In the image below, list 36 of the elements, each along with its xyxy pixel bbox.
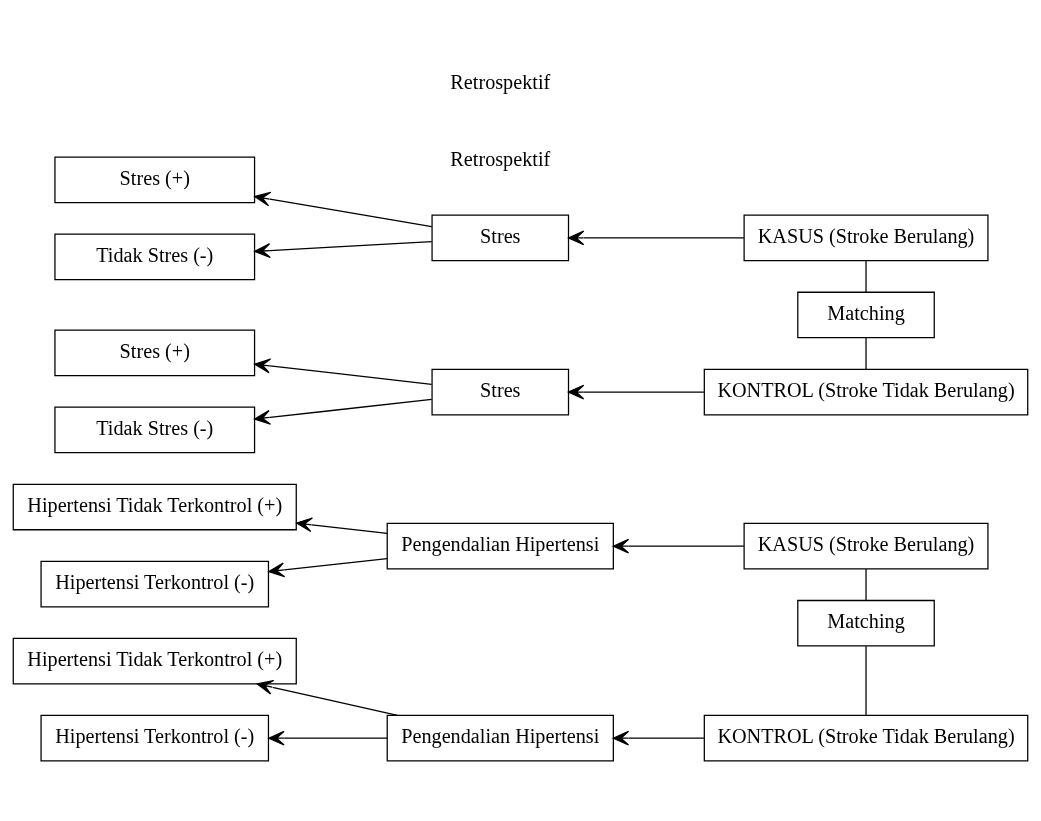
node-box: Stres (+) xyxy=(54,155,256,203)
node-box: Pengendalian Hipertensi xyxy=(386,522,614,570)
node-box: Hipertensi Tidak Terkontrol (+) xyxy=(12,483,297,530)
node-box: KONTROL (Stroke Tidak Berulang) xyxy=(703,368,1029,415)
arrow xyxy=(612,730,705,746)
node-box: Hipertensi Terkontrol (-) xyxy=(40,560,270,607)
arrow xyxy=(295,516,388,534)
label: Retrospektif xyxy=(450,147,551,170)
label: Retrospektif xyxy=(450,70,551,93)
arrow xyxy=(254,398,433,425)
node-box: Stres xyxy=(431,368,570,415)
node-box: Matching xyxy=(797,599,935,647)
node-box: KONTROL (Stroke Tidak Berulang) xyxy=(703,714,1029,762)
arrow xyxy=(612,538,745,554)
node-box: Stres xyxy=(431,214,570,261)
node-box: Matching xyxy=(797,291,935,338)
node-box: Tidak Stres (-) xyxy=(54,406,256,453)
node-box: Tidak Stres (-) xyxy=(54,233,256,280)
arrow xyxy=(254,357,433,385)
connector xyxy=(865,336,867,370)
arrow xyxy=(254,240,433,258)
arrow xyxy=(268,557,388,577)
node-box: Hipertensi Tidak Terkontrol (+) xyxy=(12,637,297,684)
connector xyxy=(865,567,867,601)
node-box: KASUS (Stroke Berulang) xyxy=(743,214,989,261)
arrow xyxy=(567,384,705,399)
arrow xyxy=(268,730,388,746)
node-box: Pengendalian Hipertensi xyxy=(386,714,614,762)
connector xyxy=(865,645,867,716)
node-box: Stres (+) xyxy=(54,329,256,376)
arrow xyxy=(567,229,745,245)
arrow xyxy=(256,679,399,716)
node-box: Hipertensi Terkontrol (-) xyxy=(40,714,270,762)
arrow xyxy=(254,191,433,227)
node-box: KASUS (Stroke Berulang) xyxy=(743,522,989,570)
connector xyxy=(865,259,867,293)
